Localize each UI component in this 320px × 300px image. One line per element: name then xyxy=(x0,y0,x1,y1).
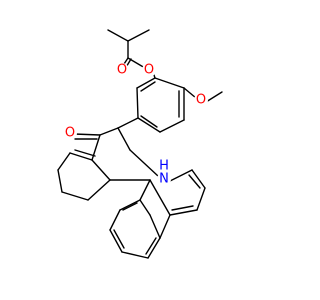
bond-line xyxy=(140,81,156,92)
atom-label-text: N xyxy=(159,172,169,187)
bond-line xyxy=(137,117,161,133)
bond-line xyxy=(107,29,129,42)
molecule-structure: O O O O H N xyxy=(57,29,223,259)
bond-line xyxy=(145,237,157,255)
bond-line xyxy=(119,199,141,211)
atom-label-text: O xyxy=(196,93,206,108)
atom-label-layer: O O O O H N xyxy=(63,63,208,187)
bond-line xyxy=(171,205,194,211)
bond-line xyxy=(159,214,171,239)
bond-line xyxy=(139,179,151,201)
bond-line xyxy=(69,152,93,161)
bond-line xyxy=(154,77,185,89)
bond-line xyxy=(169,209,198,216)
bond-layer xyxy=(57,29,223,259)
bond-line xyxy=(147,237,161,259)
bond-line xyxy=(183,87,197,99)
bond-line xyxy=(127,29,150,42)
bond-line xyxy=(57,169,63,193)
bond-line xyxy=(117,117,139,129)
atom-label-n: N xyxy=(157,172,171,187)
bond-line xyxy=(91,159,111,181)
bond-line xyxy=(136,87,139,119)
bond-line xyxy=(149,214,161,239)
atom-label-o-ketone: O xyxy=(63,126,77,141)
bond-line xyxy=(113,229,125,249)
bond-line xyxy=(196,187,206,211)
atom-label-text: O xyxy=(65,126,75,141)
atom-label-text: O xyxy=(144,63,154,78)
bond-line xyxy=(57,152,71,171)
bond-line xyxy=(122,202,138,211)
bond-line xyxy=(139,199,151,216)
atom-label-text: H xyxy=(159,159,169,174)
bond-line xyxy=(99,127,119,136)
bond-line xyxy=(205,91,223,103)
bond-line xyxy=(167,169,193,183)
bond-line xyxy=(109,209,121,231)
bond-line xyxy=(140,115,158,128)
atom-label-o-ester-ring: O xyxy=(142,63,156,78)
bond-line xyxy=(121,251,149,259)
bond-line xyxy=(74,149,96,157)
bond-line xyxy=(136,77,156,89)
bond-line xyxy=(129,149,159,177)
atom-label-text: O xyxy=(117,63,127,78)
bond-line xyxy=(109,229,123,253)
bond-line xyxy=(188,174,201,189)
bond-line xyxy=(149,179,171,216)
bond-line xyxy=(61,191,89,201)
bond-line xyxy=(73,133,101,136)
atom-label-o-methoxy: O xyxy=(194,93,208,108)
bond-line xyxy=(159,119,185,133)
bond-line xyxy=(191,169,206,189)
atom-label-o-carbonyl-ester: O xyxy=(115,63,129,78)
bond-line xyxy=(117,127,131,151)
molecule-figure: O O O O H N xyxy=(57,29,223,259)
atom-label-nh: H xyxy=(158,159,170,174)
bond-line xyxy=(87,179,111,201)
